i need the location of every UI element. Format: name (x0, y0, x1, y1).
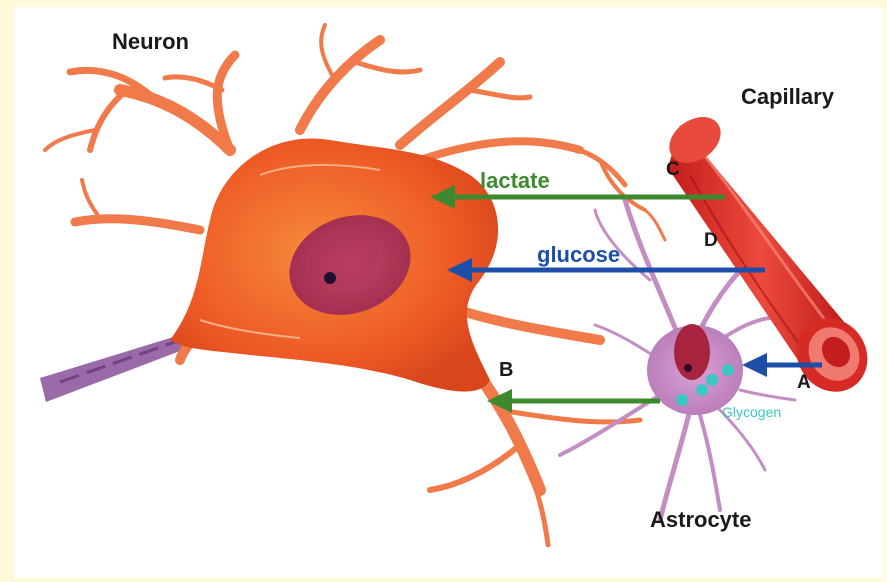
label-c: C (666, 159, 680, 180)
glycogen-label: Glycogen (722, 404, 781, 420)
axon (40, 335, 188, 402)
neuron-label: Neuron (112, 29, 189, 54)
astrocyte-label: Astrocyte (650, 507, 751, 532)
glucose-label: glucose (537, 242, 620, 267)
label-a: A (797, 372, 811, 393)
label-b: B (499, 359, 513, 381)
capillary-label: Capillary (741, 84, 835, 109)
lactate-label: lactate (480, 168, 550, 193)
label-d: D (704, 230, 718, 251)
